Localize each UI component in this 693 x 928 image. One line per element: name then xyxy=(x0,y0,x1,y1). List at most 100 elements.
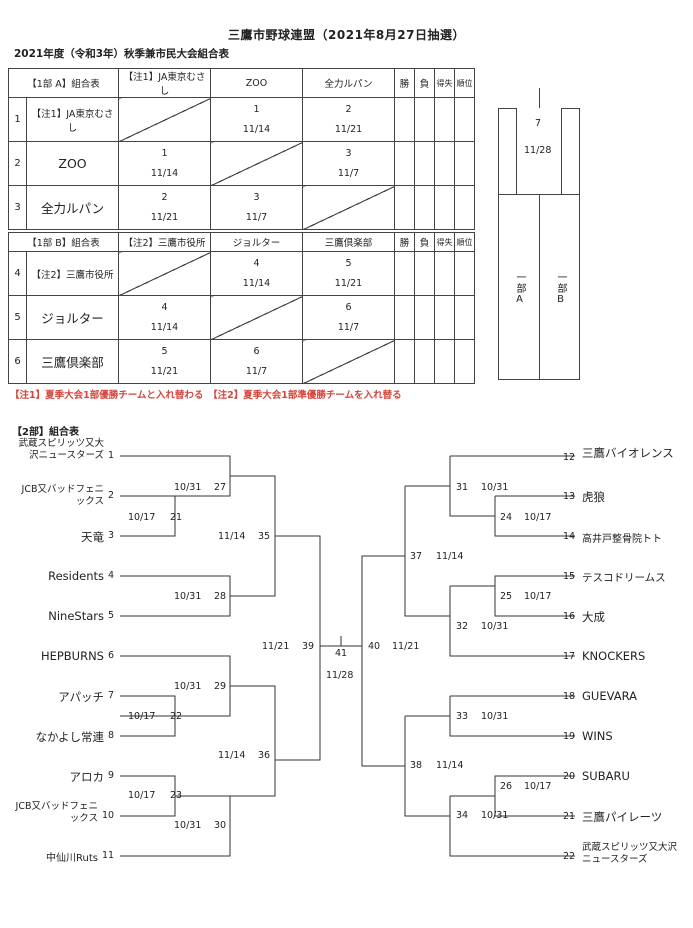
left-team-no: 3 xyxy=(108,530,115,541)
right-team-name: 三鷹バイオレンス xyxy=(582,446,674,460)
right-team-name: 武蔵スピリッツ又大沢ニュースターズ xyxy=(582,842,678,865)
game-date: 11/21 xyxy=(392,641,420,652)
diagonal-cell xyxy=(302,185,396,230)
left-team-name: アロカ xyxy=(69,770,105,784)
game-date: 10/31 xyxy=(481,482,509,493)
game-date: 11/14 xyxy=(436,760,464,771)
left-team-no: 10 xyxy=(102,810,115,821)
left-team-name: 武蔵スピリッツ又大沢ニュースターズ xyxy=(18,438,104,461)
group-b-table: 【1部 B】組合表 【注2】三鷹市役所 ジョルター 三鷹倶楽部 勝 負 得失 順… xyxy=(8,232,475,384)
game-number: 26 xyxy=(500,781,513,792)
final1-date: 11/28 xyxy=(524,145,552,156)
left-team-name: NineStars xyxy=(48,609,104,623)
left-team-no: 7 xyxy=(108,690,115,701)
game-date: 10/17 xyxy=(128,790,156,801)
game-date: 10/31 xyxy=(481,621,509,632)
game-number: 37 xyxy=(410,551,423,562)
right-team-name: 虎狼 xyxy=(582,490,605,504)
right-team-no: 13 xyxy=(563,491,576,502)
game-date: 10/31 xyxy=(174,820,202,831)
right-team-no: 17 xyxy=(563,651,576,662)
game-number: 39 xyxy=(302,641,315,652)
right-team-no: 14 xyxy=(563,531,576,542)
left-team-no: 9 xyxy=(108,770,115,781)
game-number: 30 xyxy=(214,820,227,831)
game-number: 24 xyxy=(500,512,513,523)
game-date: 10/31 xyxy=(174,681,202,692)
left-team-no: 1 xyxy=(108,450,115,461)
left-team-no: 6 xyxy=(108,650,115,661)
right-team-no: 15 xyxy=(563,571,576,582)
left-team-name: Residents xyxy=(48,569,104,583)
right-team-name: 大成 xyxy=(582,610,605,624)
left-team-no: 8 xyxy=(108,730,115,741)
game-date: 11/14 xyxy=(218,750,246,761)
game-date: 10/17 xyxy=(524,591,552,602)
group-a-table: 【1部 A】組合表 【注1】JA東京むさし ZOO 全力ルパン 勝 負 得失 順… xyxy=(7,68,476,230)
group-b-row-name: 【注2】三鷹市役所 xyxy=(26,251,119,296)
game-date: 11/14 xyxy=(436,551,464,562)
left-team-name: なかよし常連 xyxy=(35,730,104,744)
final1-bracket xyxy=(516,108,562,194)
right-team-no: 12 xyxy=(563,452,576,463)
left-team-name: 中仙川Ruts xyxy=(46,853,98,864)
right-team-name: SUBARU xyxy=(582,769,630,783)
right-team-name: 三鷹パイレーツ xyxy=(582,810,663,824)
right-team-no: 22 xyxy=(563,851,576,862)
left-team-name: JCB又バッドフェニックス xyxy=(21,484,104,507)
left-team-no: 11 xyxy=(102,850,115,861)
left-team-name: JCB又バッドフェニックス xyxy=(15,801,98,824)
game-number: 35 xyxy=(258,531,271,542)
final1-right-label: 一部B xyxy=(555,272,566,306)
right-team-name: テスコドリームス xyxy=(582,572,666,584)
diagonal-cell xyxy=(118,97,212,142)
game-date: 10/31 xyxy=(174,482,202,493)
right-team-no: 18 xyxy=(563,691,576,702)
final-game-date: 11/28 xyxy=(326,670,354,681)
game-date: 10/31 xyxy=(481,810,509,821)
group-a-row-name: 【注1】JA東京むさし xyxy=(25,97,120,142)
final1-midline xyxy=(539,194,540,380)
group-a-row-name: ZOO xyxy=(25,141,120,186)
right-team-name: KNOCKERS xyxy=(582,649,646,663)
right-team-name: 高井戸整骨院トト xyxy=(582,534,662,545)
diagonal-cell xyxy=(118,251,211,296)
game-number: 27 xyxy=(214,482,227,493)
right-team-no: 20 xyxy=(563,771,576,782)
group-b-row-name: ジョルター xyxy=(26,295,119,340)
right-team-no: 16 xyxy=(563,611,576,622)
final1-left-label: 一部A xyxy=(514,272,525,306)
game-date: 10/31 xyxy=(174,591,202,602)
game-number: 40 xyxy=(368,641,381,652)
subtitle: 2021年度（令和3年）秋季兼市民大会組合表 xyxy=(14,48,230,60)
game-date: 11/21 xyxy=(262,641,290,652)
final-game-number: 41 xyxy=(335,648,348,659)
game-date: 10/17 xyxy=(128,711,156,722)
section2-title: 【2部】組合表 xyxy=(12,427,79,438)
left-team-no: 2 xyxy=(108,490,115,501)
group-b-row-name: 三鷹倶楽部 xyxy=(26,339,119,384)
game-number: 31 xyxy=(456,482,469,493)
game-date: 10/17 xyxy=(524,781,552,792)
group-b-header-rank: 順位 xyxy=(454,232,475,252)
left-team-no: 4 xyxy=(108,570,115,581)
game-number: 28 xyxy=(214,591,227,602)
group-a-header-team1: 【注1】JA東京むさし xyxy=(118,68,212,98)
final1-stem xyxy=(539,88,540,108)
game-date: 10/17 xyxy=(128,512,156,523)
game-date: 10/17 xyxy=(524,512,552,523)
right-team-no: 21 xyxy=(563,811,576,822)
page-title: 三鷹市野球連盟（2021年8月27日抽選） xyxy=(228,28,465,42)
game-number: 36 xyxy=(258,750,271,761)
right-team-name: WINS xyxy=(582,729,613,743)
game-number: 23 xyxy=(170,790,183,801)
diagonal-cell xyxy=(302,339,395,384)
notes: 【注1】夏季大会1部優勝チームと入れ替わる 【注2】夏季大会1部準優勝チームを入… xyxy=(10,390,402,401)
